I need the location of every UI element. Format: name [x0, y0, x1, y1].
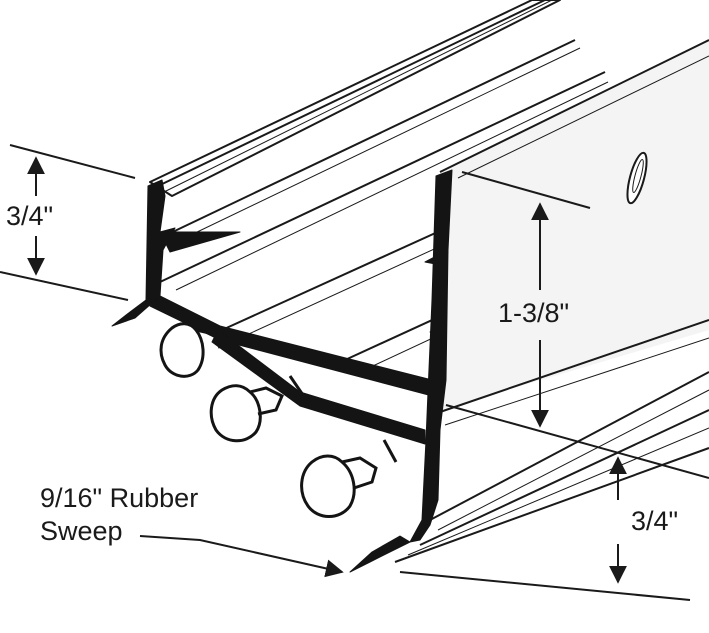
- sweep-leader-line: [139, 535, 344, 578]
- extrusion-body: [149, 0, 709, 563]
- bulb-2: [209, 384, 262, 443]
- rubber-sweep-callout: 9/16" Rubber Sweep: [40, 482, 198, 548]
- dimension-bottom-right: 3/4": [631, 506, 679, 536]
- dimension-middle: 1-3/8": [498, 298, 570, 328]
- lower-channel-ledge: [159, 71, 606, 283]
- dimension-top-left: 3/4": [6, 201, 54, 231]
- sweep-fin-lines: [429, 371, 709, 521]
- callout-line-2: Sweep: [40, 515, 123, 546]
- bulb-1: [159, 322, 205, 378]
- cross-section-profile: [111, 169, 453, 573]
- callout-line-1: 9/16" Rubber: [40, 483, 199, 513]
- dimension-lines: [0, 144, 709, 601]
- rubber-bulbs: [159, 322, 356, 518]
- upper-channel-ledge: [159, 39, 576, 239]
- bulb-3: [300, 454, 356, 518]
- right-face-panel: [440, 40, 709, 410]
